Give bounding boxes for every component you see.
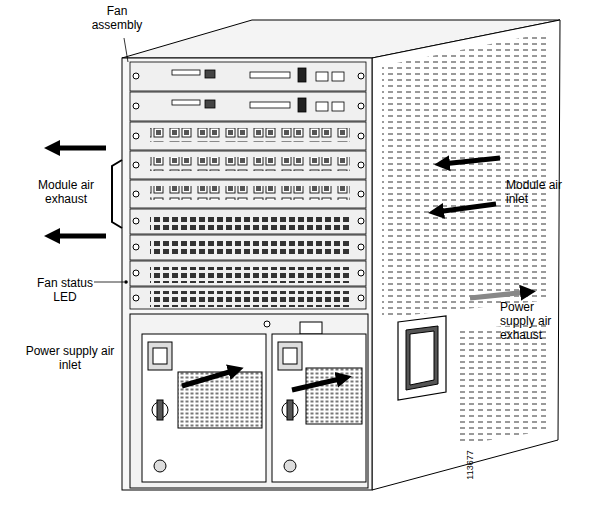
- callout-label: Fan status LED: [34, 276, 96, 304]
- figure-number: 113677: [463, 443, 477, 487]
- callout-label: Module air exhaust: [30, 178, 102, 206]
- callout-label: Fan assembly: [86, 4, 148, 32]
- callout-label: Module air inlet: [506, 178, 576, 206]
- callout-label: Power supply air exhaust: [500, 300, 566, 342]
- callout-label: Power supply air inlet: [22, 344, 118, 372]
